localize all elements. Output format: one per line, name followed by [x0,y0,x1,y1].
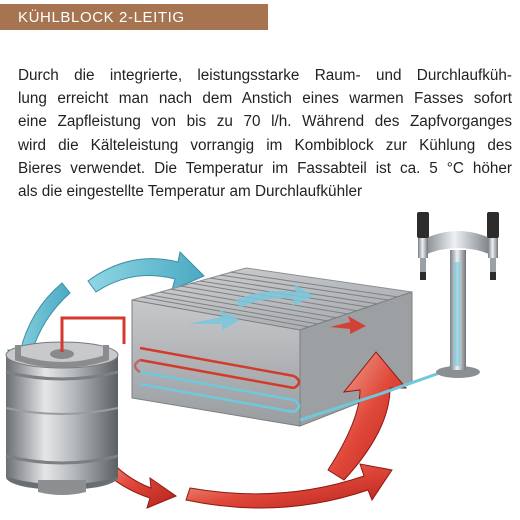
text-line: als die eingestellte Temperatur am Durch… [18,183,363,201]
circulation-arrow-top [87,250,205,293]
text-line: Durch die integrierte, leistungsstarke R… [18,67,512,84]
text-line: Bieres verwendet. Die Temperatur im Fass… [18,159,512,177]
warm-air-arrow [327,351,408,481]
section-title: KÜHLBLOCK 2-LEITIG [18,8,185,26]
hot-beer-line [60,316,126,352]
text-line: eine Zapfleistung von bis zu 70 l/h. Wäh… [18,113,512,131]
cooling-illustration [5,212,499,509]
section-header: KÜHLBLOCK 2-LEITIG [0,4,268,30]
text-line: lung erreicht man nach dem Anstich eines… [18,90,512,108]
text-line: wird die Kälteleistung vorrangig im Komb… [18,136,512,154]
beer-tap-tower-icon [417,212,499,378]
description-paragraph: Durch die integrierte, leistungsstarke R… [18,64,512,203]
beer-keg-icon [5,341,119,495]
circulation-arrow-bottom-right [185,463,393,509]
cooling-block-icon [131,267,413,427]
